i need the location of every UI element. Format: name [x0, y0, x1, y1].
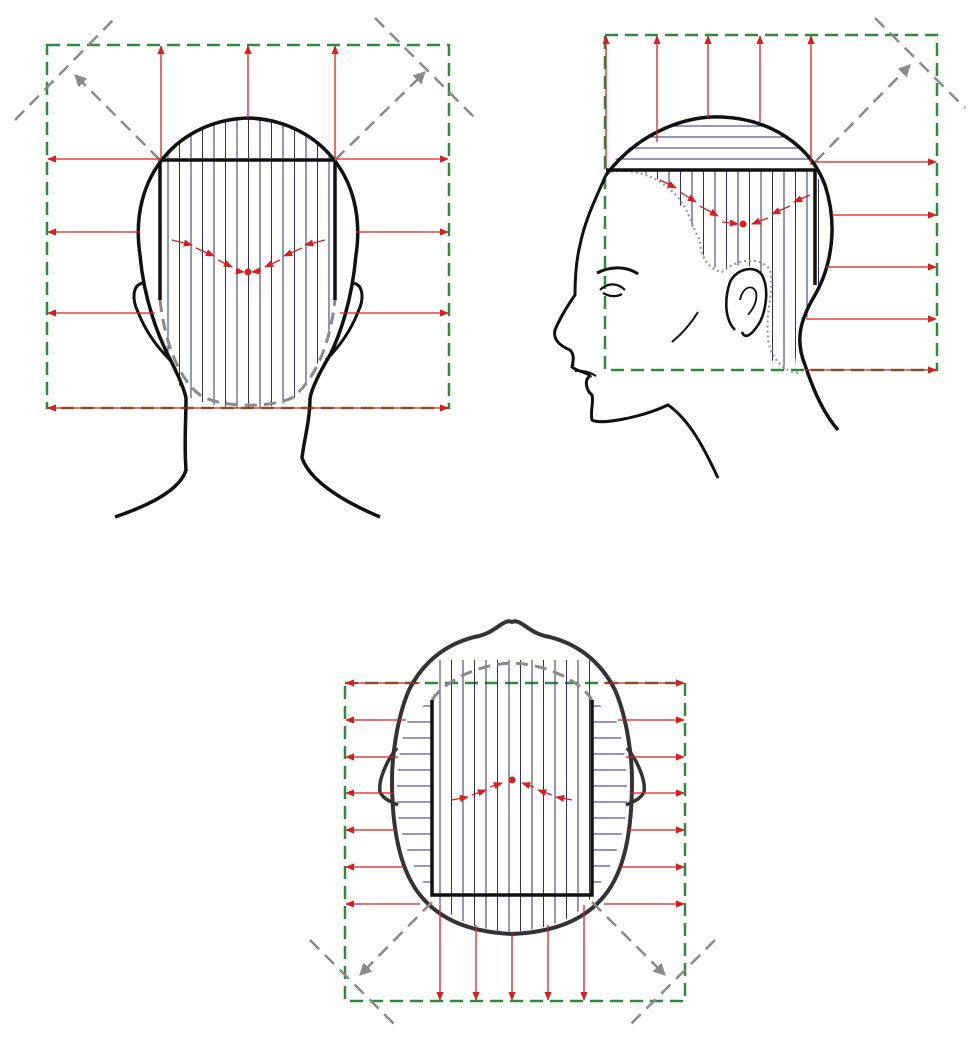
top-converge-arrow	[489, 782, 503, 790]
side-converging-arrows	[659, 179, 811, 227]
side-converge-arrow	[659, 179, 677, 189]
top-converge-arrow	[537, 789, 553, 797]
top-section-box	[430, 700, 594, 897]
back-guide-left-arrow	[74, 74, 161, 161]
side-view-section-lines	[605, 125, 819, 372]
back-guide-left	[14, 17, 116, 121]
side-crown-sections	[605, 125, 815, 160]
top-converge-arrow	[471, 789, 487, 797]
side-back-sections	[645, 170, 819, 372]
side-lips	[574, 369, 597, 377]
back-right-ear	[324, 281, 364, 362]
back-section-box	[158, 158, 337, 300]
top-projection-arrows	[345, 679, 685, 1001]
side-face-profile	[553, 174, 720, 479]
back-converge-arrow	[251, 267, 262, 275]
center-point-icon	[508, 776, 516, 784]
side-converge-arrow	[751, 217, 769, 225]
side-guide-arrow	[814, 64, 911, 163]
top-guide-right-arrow	[591, 901, 666, 976]
top-view-frame	[343, 681, 687, 1003]
back-view	[14, 17, 476, 519]
side-eyebrow	[596, 266, 639, 276]
back-converge-arrow	[171, 239, 193, 247]
top-converge-arrow	[555, 794, 573, 803]
center-point-icon	[739, 220, 747, 228]
side-ear-inner	[739, 286, 758, 316]
side-converge-arrow	[793, 194, 811, 203]
side-section-box	[606, 168, 817, 285]
top-left-ear	[377, 746, 399, 807]
side-ear	[725, 267, 768, 338]
back-left-ear	[132, 281, 172, 362]
back-projection-arrows	[47, 45, 449, 412]
back-guide-right-arrow	[334, 71, 426, 161]
back-view-section-lines	[167, 118, 330, 408]
top-view	[309, 619, 716, 1026]
side-converge-arrow	[721, 219, 739, 227]
side-converge-arrow	[699, 205, 719, 217]
back-guide-right	[374, 17, 476, 119]
top-right-ear	[625, 746, 647, 807]
back-converge-arrow	[264, 259, 281, 268]
back-converge-arrow	[235, 267, 245, 275]
center-point-icon	[244, 268, 252, 276]
back-converging-arrows	[171, 239, 326, 275]
side-cheek	[671, 311, 699, 343]
side-head-outline	[604, 115, 840, 432]
side-projection-arrows	[602, 35, 937, 374]
back-neck-right	[300, 397, 381, 519]
back-converge-arrow	[283, 247, 303, 257]
top-center-sections	[439, 660, 590, 895]
back-neck-left	[114, 397, 188, 519]
back-head-outline-left	[138, 254, 188, 399]
top-converging-arrows	[451, 782, 573, 803]
top-front-hairline	[430, 661, 594, 701]
side-view-frame	[603, 33, 939, 372]
top-guide-left-arrow	[359, 901, 433, 976]
top-converge-arrow	[451, 794, 469, 803]
back-nape-hairline	[158, 299, 337, 407]
top-back-sections	[439, 895, 590, 932]
side-guide	[874, 17, 966, 109]
back-vertical-sections	[167, 160, 330, 408]
top-converge-arrow	[521, 782, 535, 790]
back-converge-arrow	[217, 259, 233, 268]
back-converge-arrow	[304, 239, 326, 247]
side-eye	[599, 283, 626, 298]
back-converge-arrow	[195, 247, 215, 257]
side-converge-arrow	[679, 191, 697, 203]
side-converge-arrow	[771, 205, 791, 215]
side-view	[553, 17, 966, 479]
